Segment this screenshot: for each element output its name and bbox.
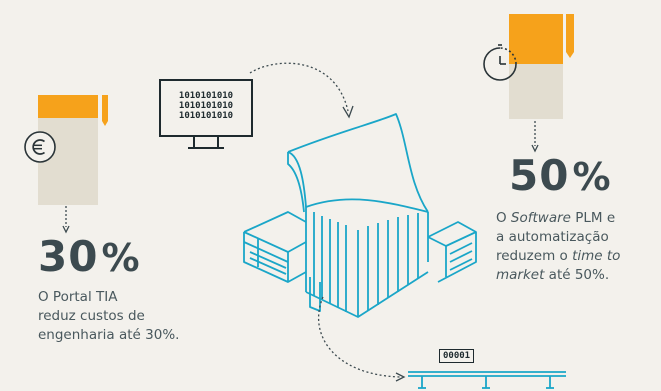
cost-desc-line3: engenharia até 30%. [38, 327, 180, 343]
curved-arrow-icon [249, 62, 354, 119]
bookmark-icon [566, 14, 574, 58]
time-bar-beige [509, 64, 563, 119]
time-description: O Software PLM e a automatização reduzem… [496, 209, 620, 285]
binary-line-1: 1010101010 [178, 91, 234, 101]
monitor-binary-text: 1010101010 1010101010 1010101010 [162, 91, 250, 121]
production-counter: 00001 [439, 349, 475, 363]
cost-bar-beige [38, 118, 98, 205]
arrow-down-icon [531, 121, 539, 153]
time-desc-line1: O Software PLM e [496, 210, 616, 226]
time-bar-chart [509, 14, 563, 119]
cost-value-unit: % [101, 236, 141, 280]
curved-arrow-icon [318, 296, 406, 382]
cost-value-number: 30 [38, 232, 99, 281]
arrow-down-icon [62, 206, 70, 234]
time-bar-orange [509, 14, 563, 64]
conveyor-line-icon [408, 371, 566, 389]
time-value-number: 50 [509, 151, 570, 200]
cost-desc-line2: reduz custos de [38, 308, 145, 324]
binary-line-2: 1010101010 [178, 101, 234, 111]
cost-bar-orange [38, 95, 98, 118]
euro-coin-icon [24, 131, 56, 163]
binary-line-3: 1010101010 [178, 111, 234, 121]
time-reduction-value: 50% [509, 155, 612, 197]
cost-bar-chart [38, 95, 98, 205]
time-desc-line3: reduzem o time to [496, 248, 621, 264]
time-desc-line4: market até 50%. [496, 267, 610, 283]
cost-reduction-value: 30% [38, 236, 141, 278]
factory-building-icon [243, 113, 477, 318]
time-value-unit: % [572, 155, 612, 199]
stopwatch-icon [483, 44, 517, 81]
cost-description: O Portal TIA reduz custos de engenharia … [38, 288, 179, 345]
cost-desc-line1: O Portal TIA [38, 289, 118, 305]
computer-monitor-icon [159, 79, 253, 149]
bookmark-icon [102, 95, 108, 126]
time-desc-line2: a automatização [496, 229, 609, 245]
